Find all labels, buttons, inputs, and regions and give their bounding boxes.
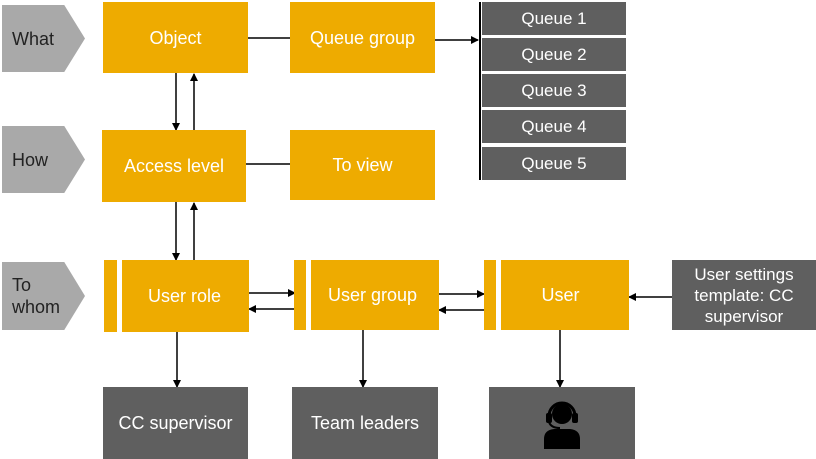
node-cc-supervisor-label: CC supervisor [118,413,233,433]
queue-item-label: Queue 3 [521,80,587,100]
node-user-settings-template: User settings template: CC supervisor [672,260,816,330]
queue-item: Queue 5 [482,147,626,180]
queue-item: Queue 2 [482,38,626,71]
stripe-decoration [496,260,501,330]
queue-item-label: Queue 1 [521,8,587,28]
node-queue-group-label: Queue group [309,27,416,48]
queue-item-label: Queue 4 [521,116,587,136]
node-user-role-label: User role [147,286,222,306]
node-object-label: Object [149,27,202,48]
node-cc-supervisor: CC supervisor [103,387,248,459]
headset-person-icon [544,401,580,449]
node-to-view: To view [290,130,435,200]
node-user-group: User group [294,260,439,330]
chevron-how-label: How [12,149,49,170]
node-user: User [484,260,629,330]
node-queue-group: Queue group [290,2,435,73]
queue-item: Queue 1 [482,2,626,35]
chevron-to-whom: To whom [2,262,85,330]
queue-item-label: Queue 2 [521,44,587,64]
queue-item: Queue 3 [482,74,626,107]
node-user-label: User [541,285,580,305]
node-to-view-label: To view [332,155,393,175]
node-access-level-label: Access level [123,156,225,176]
node-object: Object [103,2,248,73]
queue-item-label: Queue 5 [521,153,587,173]
chevron-how: How [2,126,85,193]
node-user-settings-template-label: User settings template: CC supervisor [694,264,794,326]
chevron-to-whom-label: To whom [12,275,61,317]
stripe-decoration [117,260,122,332]
stripe-decoration [306,260,311,330]
node-user-group-label: User group [327,285,418,305]
queue-item: Queue 4 [482,110,626,143]
chevron-what-label: What [12,28,55,49]
chevron-what: What [2,5,85,72]
node-agent [489,387,635,459]
node-access-level: Access level [102,130,246,202]
node-team-leaders: Team leaders [292,387,438,459]
node-user-role: User role [104,260,249,332]
node-team-leaders-label: Team leaders [310,413,420,433]
